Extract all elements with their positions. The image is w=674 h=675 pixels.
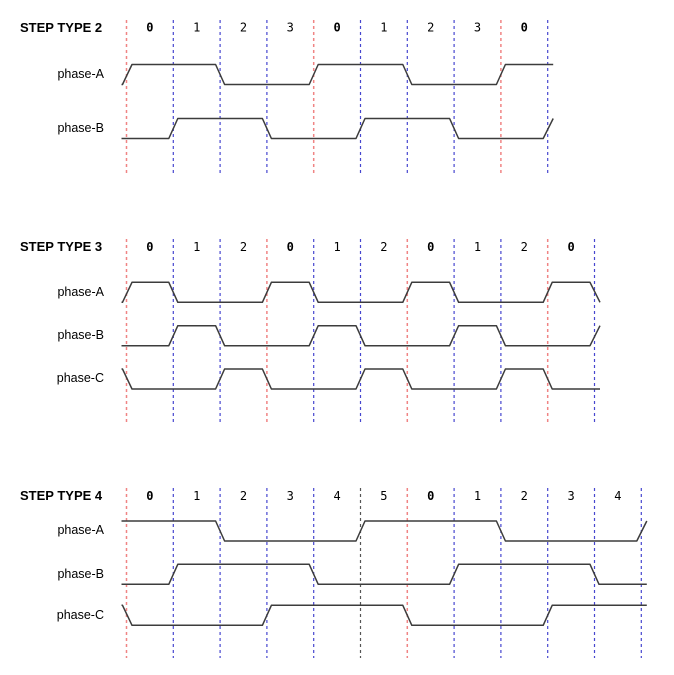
step-number: 2 <box>521 489 528 503</box>
step-number: 3 <box>287 21 294 35</box>
step-number: 4 <box>614 489 621 503</box>
step-number: 1 <box>380 21 387 35</box>
phase-label-a-type2: phase-A <box>57 66 104 81</box>
step-number: 3 <box>474 21 481 35</box>
phase-label-c-type3: phase-C <box>56 371 104 385</box>
step-number: 0 <box>146 489 153 503</box>
step-number: 3 <box>287 489 294 503</box>
step-number: 1 <box>193 240 200 254</box>
waveform-phase-C <box>121 604 647 627</box>
step-number: 0 <box>427 240 434 254</box>
step-number: 2 <box>521 240 528 254</box>
step-number: 0 <box>521 21 528 35</box>
section-title-step-type-3: STEP TYPE 3 <box>20 239 103 254</box>
waveform-phase-B <box>121 324 601 347</box>
section-title-step-type-2: STEP TYPE 2 <box>20 20 103 35</box>
step-number: 1 <box>474 489 481 503</box>
step-number: 2 <box>427 21 434 35</box>
phase-label-b-type3: phase-B <box>57 328 104 342</box>
waveform-phase-A <box>121 63 554 86</box>
waveform-phase-A <box>121 281 601 304</box>
step-number: 5 <box>380 489 387 503</box>
step-number: 0 <box>333 21 340 35</box>
step-number: 0 <box>146 21 153 35</box>
step-number: 2 <box>240 489 247 503</box>
waveform-phase-B <box>121 563 647 586</box>
phase-label-a-type4: phase-A <box>57 523 104 537</box>
step-number: 2 <box>380 240 387 254</box>
step-number: 2 <box>240 240 247 254</box>
step-number: 0 <box>567 240 574 254</box>
waveform-phase-B <box>121 117 554 140</box>
step-number: 2 <box>240 21 247 35</box>
waveform-phase-A <box>121 520 648 542</box>
step-number: 1 <box>333 240 340 254</box>
step-number: 3 <box>567 489 574 503</box>
phase-label-b-type2: phase-B <box>57 120 104 135</box>
phase-label-a-type3: phase-A <box>57 284 104 299</box>
step-number: 4 <box>333 489 340 503</box>
phase-label-c-type4: phase-C <box>56 607 104 622</box>
step-number: 0 <box>146 240 153 254</box>
phase-label-b-type4: phase-B <box>57 566 104 581</box>
section-title-step-type-4: STEP TYPE 4 <box>20 488 103 503</box>
step-number: 1 <box>193 21 200 35</box>
step-number: 0 <box>287 240 294 254</box>
step-number: 1 <box>474 240 481 254</box>
waveform-phase-C <box>121 368 600 390</box>
step-number: 0 <box>427 489 434 503</box>
step-number: 1 <box>193 489 200 503</box>
